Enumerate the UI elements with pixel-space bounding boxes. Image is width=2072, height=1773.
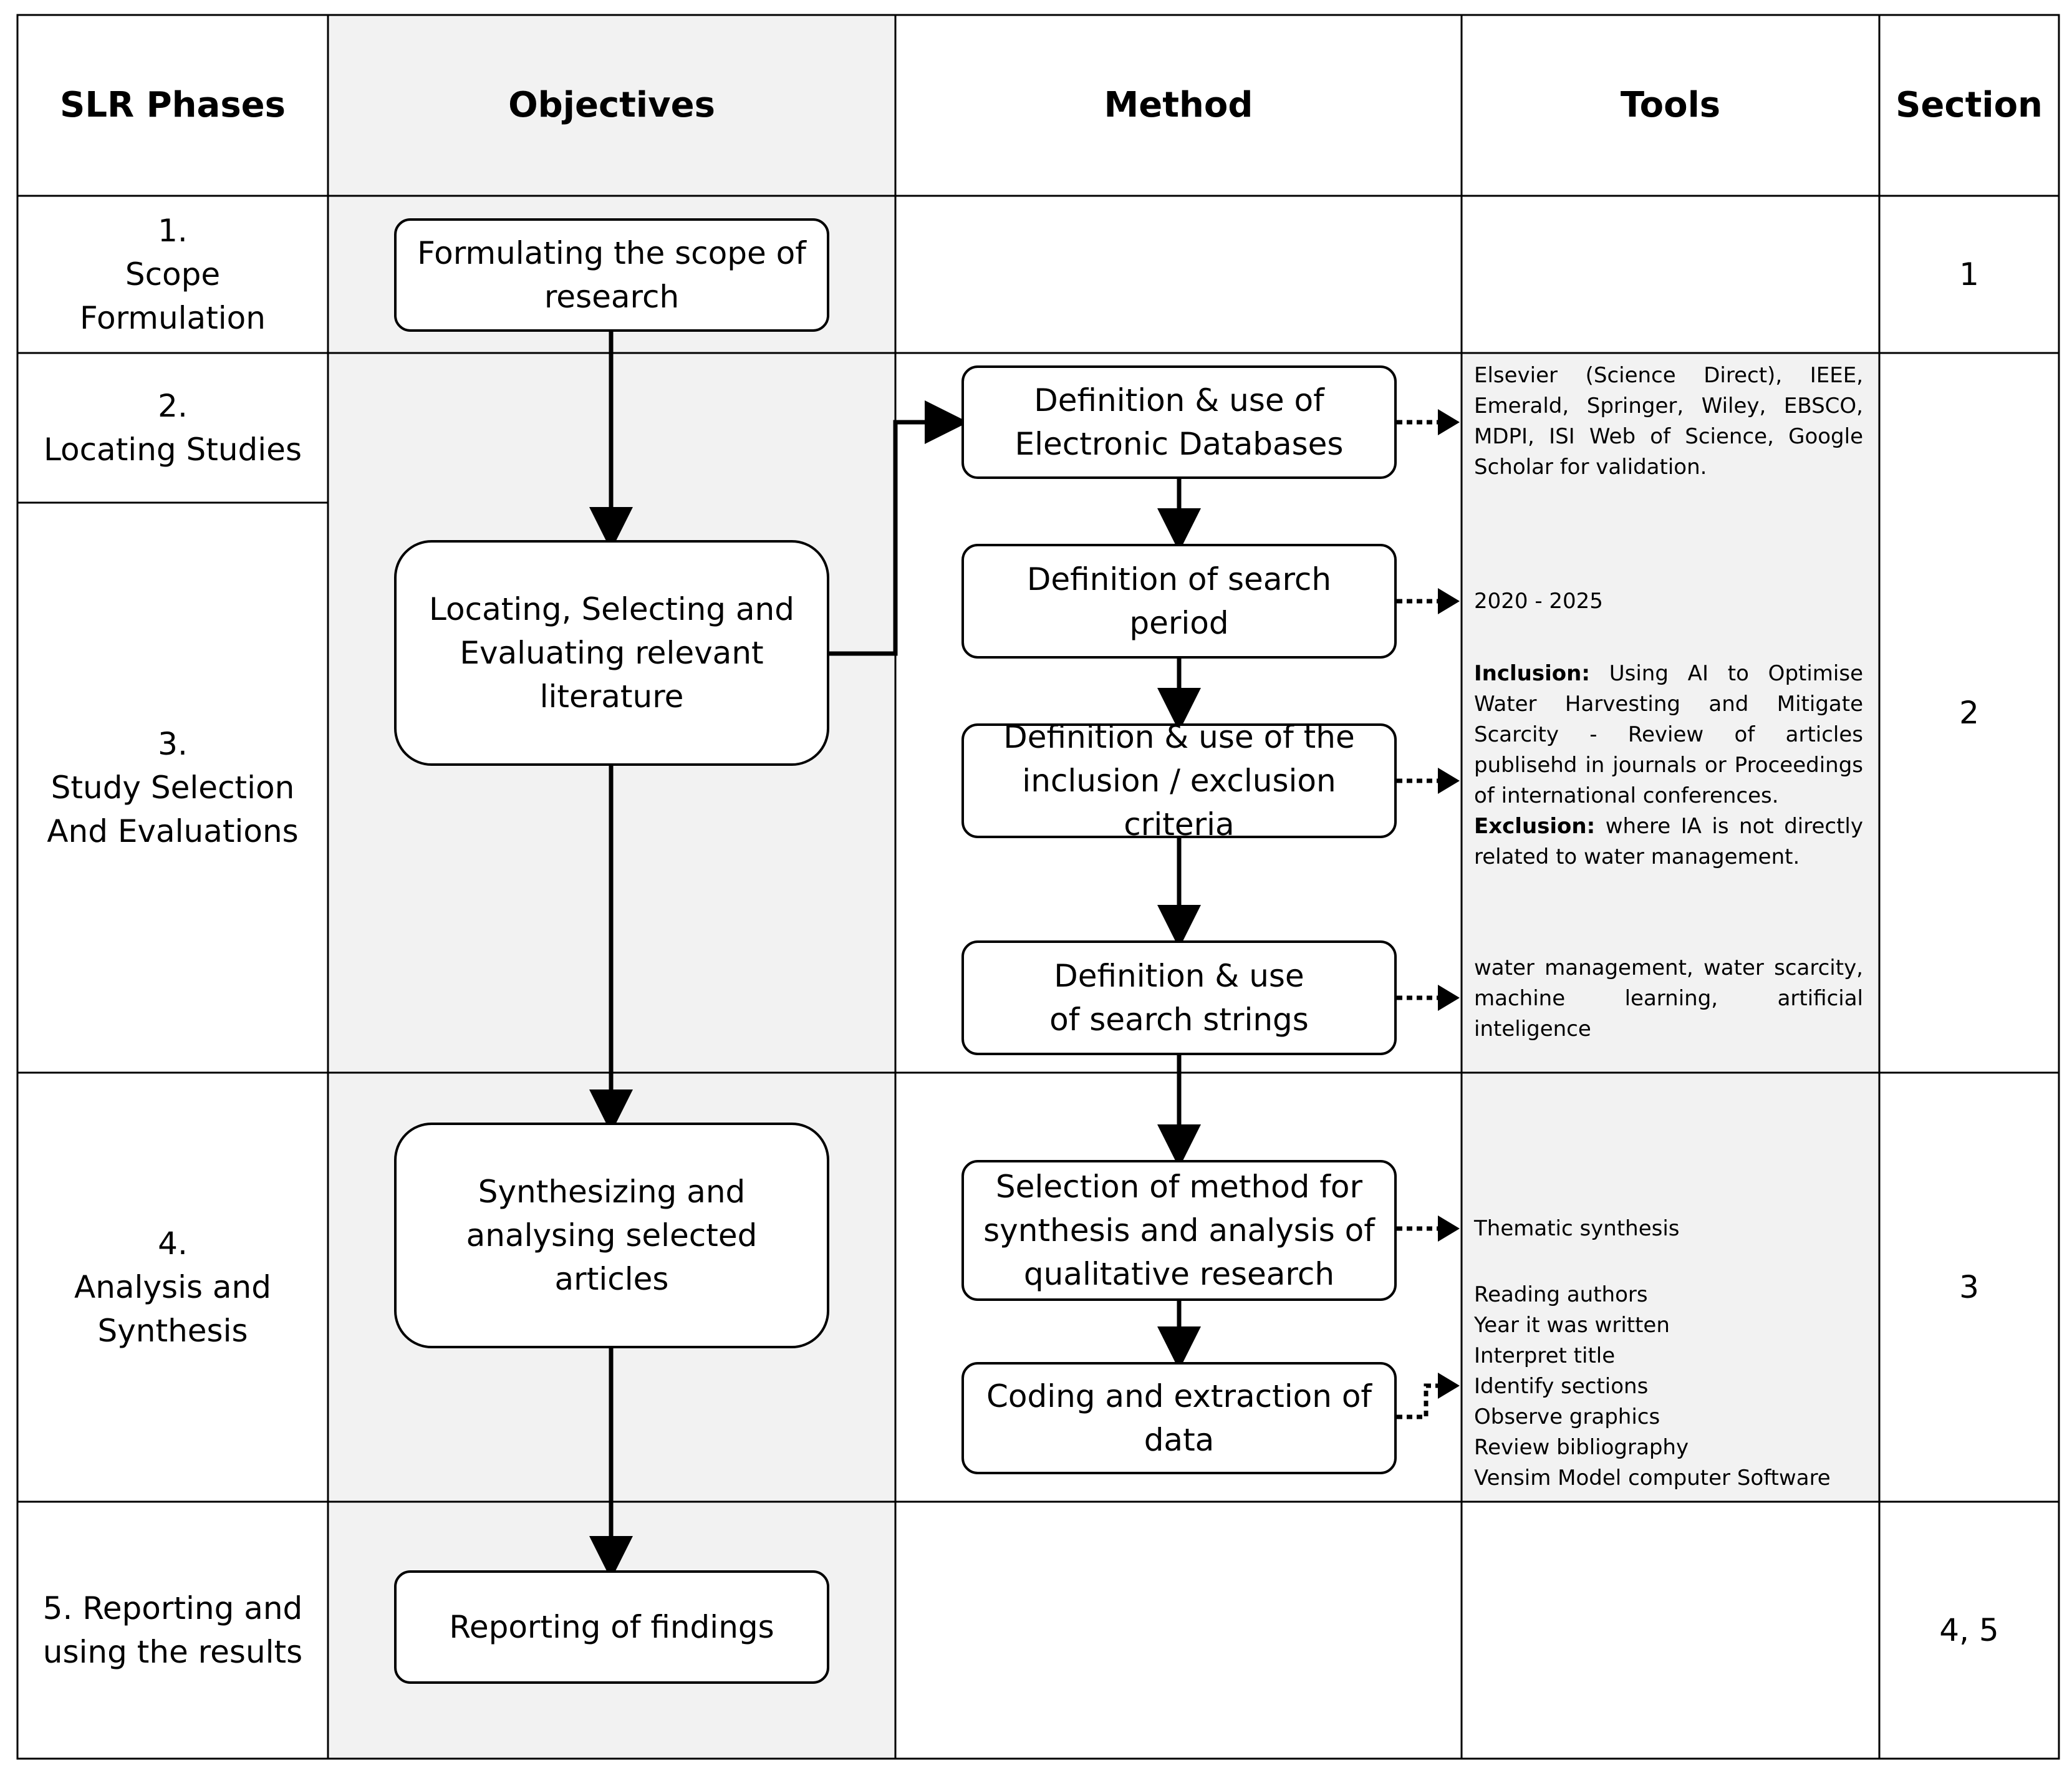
method-box-synthesis-method: Selection of method for synthesis and an…: [961, 1160, 1397, 1301]
phase-2-locating-studies: 2. Locating Studies: [44, 388, 302, 468]
header-method: Method: [1104, 85, 1253, 125]
coding-step: Interpret title: [1474, 1343, 1616, 1368]
tools-search-strings-text: water management, water scarcity, machin…: [1474, 955, 1863, 1041]
header-tools: Tools: [1620, 85, 1721, 125]
phase-5-reporting: 5. Reporting and using the results: [42, 1590, 303, 1670]
phase-3-study-selection: 3. Study Selection And Evaluations: [47, 726, 299, 849]
section-1: 1: [1959, 256, 1979, 292]
flow-connectors: [589, 332, 1201, 1580]
dotted-arrow-coding-tools: [1397, 1373, 1460, 1419]
method-box-coding-extraction: Coding and extraction of data: [961, 1362, 1397, 1474]
tools-databases-text: Elsevier (Science Direct), IEEE, Emerald…: [1474, 363, 1863, 480]
tools-synthesis-text: Thematic synthesis: [1474, 1216, 1680, 1241]
section-3: 3: [1959, 1269, 1979, 1305]
exclusion-line: Exclusion: where IA is not directly rela…: [1474, 811, 1863, 872]
exclusion-text: where IA is not directly related to wate…: [1474, 814, 1863, 869]
method-box-databases: Definition & use of Electronic Databases: [961, 365, 1397, 479]
method-box-search-strings: Definition & use of search strings: [961, 940, 1397, 1055]
objective-box-scope: Formulating the scope of research: [394, 218, 829, 332]
header-objectives: Objectives: [508, 85, 715, 125]
header-slr-phases: SLR Phases: [60, 85, 286, 125]
objective-box-reporting: Reporting of findings: [394, 1570, 829, 1684]
table-grid: [16, 14, 2060, 1760]
tool-connectors: [1397, 409, 1460, 1419]
coding-step: Observe graphics: [1474, 1404, 1660, 1429]
inclusion-label: Inclusion:: [1474, 661, 1590, 686]
coding-step: Review bibliography: [1474, 1435, 1689, 1460]
phase-1-scope-formulation: 1. Scope Formulation: [80, 213, 266, 336]
objective-box-locating: Locating, Selecting and Evaluating relev…: [394, 540, 829, 766]
section-2: 2: [1959, 695, 1979, 731]
exclusion-label: Exclusion:: [1474, 814, 1596, 839]
objective-box-synthesizing: Synthesizing and analysing selected arti…: [394, 1123, 829, 1348]
inclusion-text: Using AI to Optimise Water Harvesting an…: [1474, 661, 1863, 808]
method-box-inclusion-exclusion: Definition & use of the inclusion / excl…: [961, 719, 1397, 843]
method-box-search-period: Definition of search period: [961, 544, 1397, 659]
header-section: Section: [1896, 85, 2043, 125]
phase-4-analysis-synthesis: 4. Analysis and Synthesis: [74, 1225, 271, 1349]
tools-coding-steps-list: Reading authors Year it was written Inte…: [1474, 1280, 1873, 1494]
coding-step: Reading authors: [1474, 1282, 1648, 1307]
arrow-locating-to-databases: [829, 400, 968, 656]
section-4-5: 4, 5: [1939, 1612, 1999, 1648]
coding-step: Identify sections: [1474, 1374, 1649, 1399]
tools-header-cell: [1462, 15, 1879, 196]
tools-criteria-text: Inclusion: Using AI to Optimise Water Ha…: [1474, 659, 1863, 872]
tools-period-text: 2020 - 2025: [1474, 589, 1603, 614]
coding-step: Year it was written: [1474, 1313, 1670, 1338]
tools-column-shade: [1462, 353, 1879, 1500]
method-header-cell: [895, 15, 1462, 196]
coding-step: Vensim Model computer Software: [1474, 1466, 1831, 1490]
